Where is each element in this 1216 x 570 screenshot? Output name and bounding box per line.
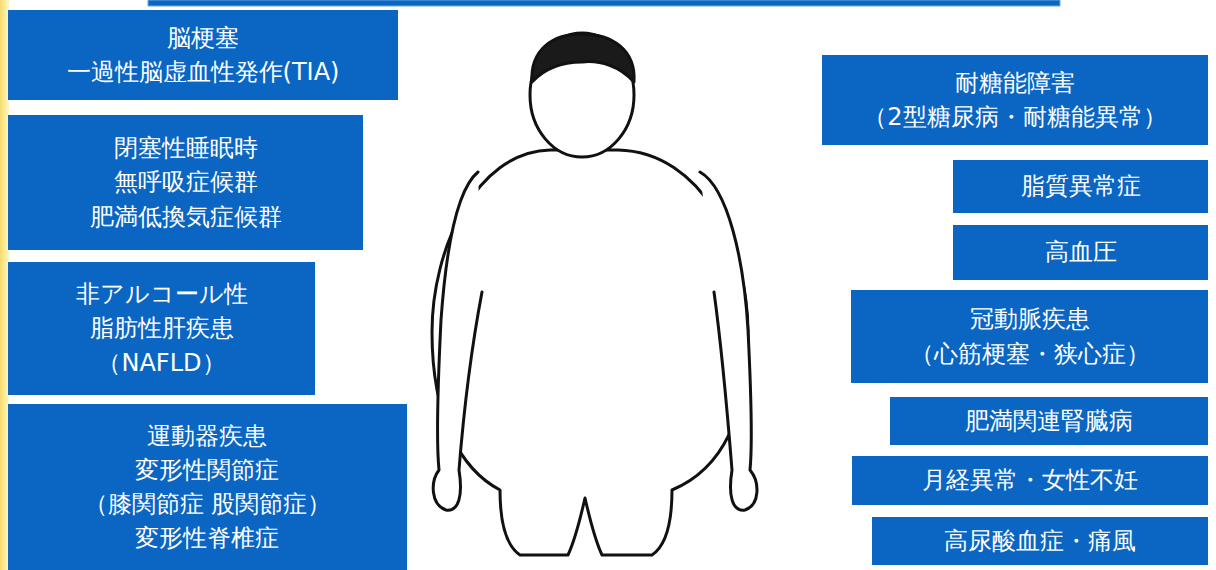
text-line: （2型糖尿病・耐糖能異常）: [863, 100, 1166, 134]
text-line: 閉塞性睡眠時: [90, 131, 282, 165]
text-line: 脂質異常症: [1021, 169, 1141, 203]
disease-box: 月経異常・女性不妊: [852, 456, 1208, 505]
disease-label: 運動器疾患 変形性関節症 （膝関節症 股関節症） 変形性脊椎症: [84, 419, 332, 555]
figure-head: [530, 33, 634, 157]
disease-box: 閉塞性睡眠時 無呼吸症候群 肥満低換気症候群: [8, 115, 363, 250]
text-line: 変形性関節症: [84, 453, 332, 487]
disease-label: 非アルコール性 脂肪性肝疾患 （NAFLD）: [76, 277, 248, 379]
disease-box: 脳梗塞 一過性脳虚血性発作(TIA): [8, 10, 398, 100]
text-line: 運動器疾患: [84, 419, 332, 453]
figure-right-arm: [700, 172, 757, 510]
text-line: 耐糖能障害: [863, 66, 1166, 100]
disease-box: 肥満関連腎臓病: [890, 397, 1208, 445]
text-line: 高血圧: [1045, 235, 1117, 269]
figure-torso: [432, 150, 748, 555]
disease-box: 運動器疾患 変形性関節症 （膝関節症 股関節症） 変形性脊椎症: [8, 404, 407, 570]
disease-box: 高血圧: [953, 225, 1208, 280]
disease-box: 脂質異常症: [953, 160, 1208, 213]
disease-label: 肥満関連腎臓病: [965, 404, 1133, 438]
disease-label: 耐糖能障害 （2型糖尿病・耐糖能異常）: [863, 66, 1166, 134]
text-line: 脳梗塞: [67, 21, 340, 55]
text-line: 無呼吸症候群: [90, 165, 282, 199]
disease-label: 高血圧: [1045, 235, 1117, 269]
disease-label: 脂質異常症: [1021, 169, 1141, 203]
text-line: （膝関節症 股関節症）: [84, 487, 332, 521]
disease-label: 月経異常・女性不妊: [922, 463, 1138, 497]
text-line: 一過性脳虚血性発作(TIA): [67, 55, 340, 89]
text-line: 肥満関連腎臓病: [965, 404, 1133, 438]
text-line: 冠動脈疾患: [910, 302, 1150, 336]
disease-label: 脳梗塞 一過性脳虚血性発作(TIA): [67, 21, 340, 89]
disease-box: 耐糖能障害 （2型糖尿病・耐糖能異常）: [822, 55, 1208, 145]
top-bar: [148, 0, 1060, 6]
text-line: 非アルコール性: [76, 277, 248, 311]
disease-box: 非アルコール性 脂肪性肝疾患 （NAFLD）: [8, 262, 315, 395]
figure-left-arm: [433, 172, 482, 510]
disease-box: 高尿酸血症・痛風: [872, 517, 1208, 565]
text-line: （心筋梗塞・狭心症）: [910, 337, 1150, 371]
disease-box: 冠動脈疾患 （心筋梗塞・狭心症）: [851, 290, 1208, 383]
figure-hair: [532, 34, 634, 82]
text-line: 月経異常・女性不妊: [922, 463, 1138, 497]
text-line: 変形性脊椎症: [84, 521, 332, 555]
disease-label: 高尿酸血症・痛風: [944, 524, 1136, 558]
body-figure: [432, 33, 757, 555]
text-line: 脂肪性肝疾患: [76, 311, 248, 345]
text-line: 高尿酸血症・痛風: [944, 524, 1136, 558]
text-line: 肥満低換気症候群: [90, 200, 282, 234]
text-line: （NAFLD）: [76, 346, 248, 380]
disease-label: 閉塞性睡眠時 無呼吸症候群 肥満低換気症候群: [90, 131, 282, 233]
disease-label: 冠動脈疾患 （心筋梗塞・狭心症）: [910, 302, 1150, 370]
